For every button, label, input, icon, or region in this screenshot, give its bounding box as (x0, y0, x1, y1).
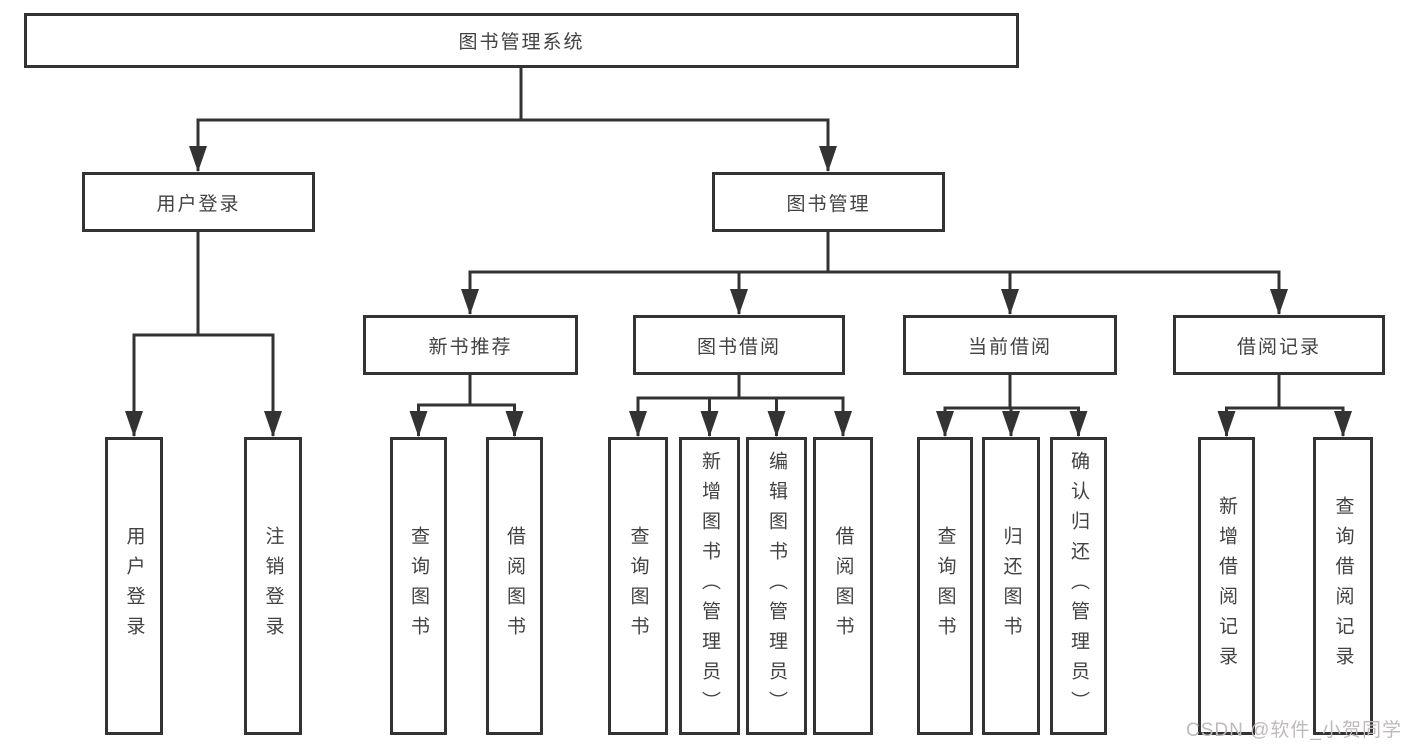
node-label: 用户登录 (156, 193, 241, 215)
node-label: 查询图书 (408, 526, 429, 646)
node-book-borrow: 图书借阅 (633, 315, 845, 375)
leaf-logout: 注销登录 (244, 437, 302, 735)
node-book-management: 图书管理 (712, 172, 945, 232)
leaf-confirm-return-admin: 确认归还（管理员） (1050, 437, 1107, 735)
node-label: 归还图书 (1000, 526, 1022, 646)
node-label: 新书推荐 (428, 336, 513, 358)
node-label: 查询借阅记录 (1332, 496, 1354, 676)
leaf-query-books-3: 查询图书 (917, 437, 973, 735)
leaf-borrow-books-1: 借阅图书 (486, 437, 543, 735)
leaf-query-borrow-record: 查询借阅记录 (1313, 437, 1373, 735)
node-new-book-recommend: 新书推荐 (363, 315, 578, 375)
node-label: 图书管理系统 (458, 32, 585, 53)
node-label: 查询图书 (934, 526, 956, 646)
node-label: 借阅记录 (1236, 336, 1321, 358)
leaf-add-books-admin: 新增图书（管理员） (679, 437, 740, 735)
node-label: 用户登录 (123, 526, 145, 646)
leaf-edit-books-admin: 编辑图书（管理员） (746, 437, 807, 735)
node-borrow-records: 借阅记录 (1173, 315, 1385, 375)
node-current-borrow: 当前借阅 (903, 315, 1117, 375)
node-label: 当前借阅 (967, 336, 1052, 358)
leaf-query-books-2: 查询图书 (608, 437, 668, 735)
node-label: 编辑图书（管理员） (766, 451, 787, 721)
leaf-user-login: 用户登录 (105, 437, 163, 735)
leaf-query-books-1: 查询图书 (390, 437, 447, 735)
node-user-login: 用户登录 (82, 172, 315, 232)
node-label: 图书借阅 (696, 336, 781, 358)
node-label: 注销登录 (262, 526, 284, 646)
node-label: 借阅图书 (832, 526, 854, 646)
leaf-return-books: 归还图书 (982, 437, 1040, 735)
node-label: 新增借阅记录 (1216, 496, 1237, 676)
leaf-add-borrow-record: 新增借阅记录 (1198, 437, 1255, 735)
node-book-management-system: 图书管理系统 (24, 13, 1019, 68)
node-label: 查询图书 (627, 526, 649, 646)
leaf-borrow-books-2: 借阅图书 (813, 437, 873, 735)
node-label: 新增图书（管理员） (699, 451, 720, 721)
node-label: 确认归还（管理员） (1068, 451, 1089, 721)
node-label: 图书管理 (786, 193, 871, 215)
node-label: 借阅图书 (504, 526, 525, 646)
